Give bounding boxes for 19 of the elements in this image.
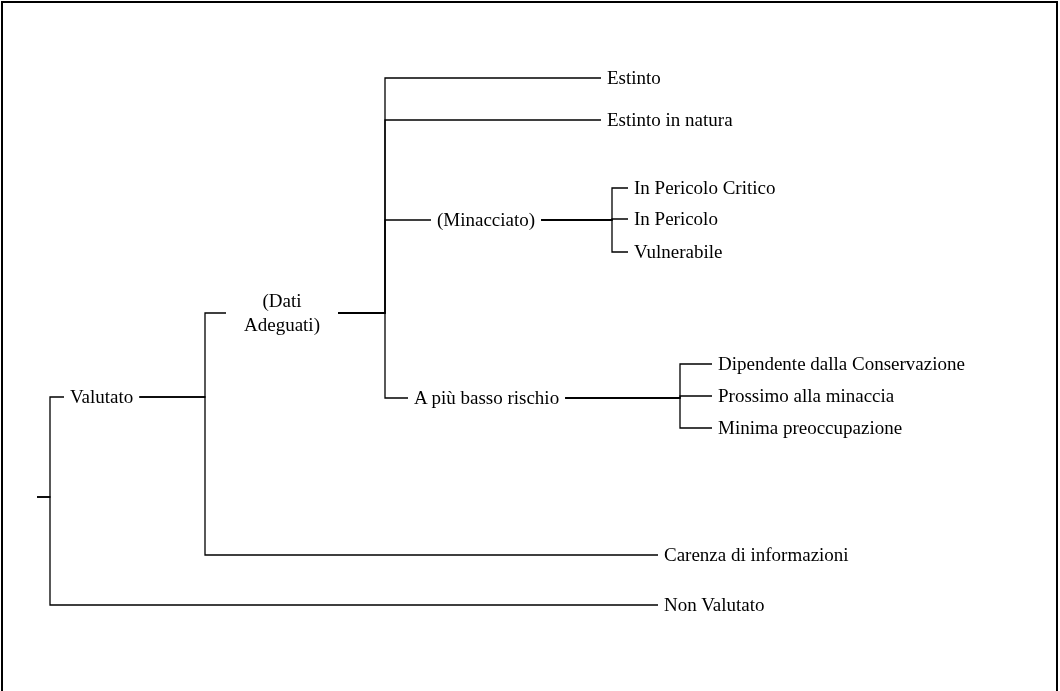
category-label: Non Valutato bbox=[664, 593, 765, 617]
tree-connector bbox=[564, 397, 713, 429]
category-label: A più basso rischio bbox=[414, 386, 560, 410]
category-label: Estinto in natura bbox=[607, 108, 733, 132]
category-label: Estinto bbox=[607, 66, 661, 90]
category-label: Vulnerabile bbox=[634, 240, 723, 264]
category-label: Dipendente dalla Conservazione bbox=[718, 352, 965, 376]
tree-connector bbox=[540, 219, 629, 253]
category-label: In Pericolo bbox=[634, 207, 718, 231]
tree-connector bbox=[138, 396, 659, 556]
category-label: (Dati Adeguati) bbox=[232, 289, 332, 337]
category-label: Minima preoccupazione bbox=[718, 416, 903, 440]
tree-connector bbox=[36, 496, 659, 606]
tree-connector bbox=[337, 312, 409, 399]
category-label: Valutato bbox=[70, 385, 134, 409]
category-label: Prossimo alla minaccia bbox=[718, 384, 895, 408]
category-label: Carenza di informazioni bbox=[664, 543, 849, 567]
category-label: (Minacciato) bbox=[437, 208, 536, 232]
category-label: In Pericolo Critico bbox=[634, 176, 776, 200]
